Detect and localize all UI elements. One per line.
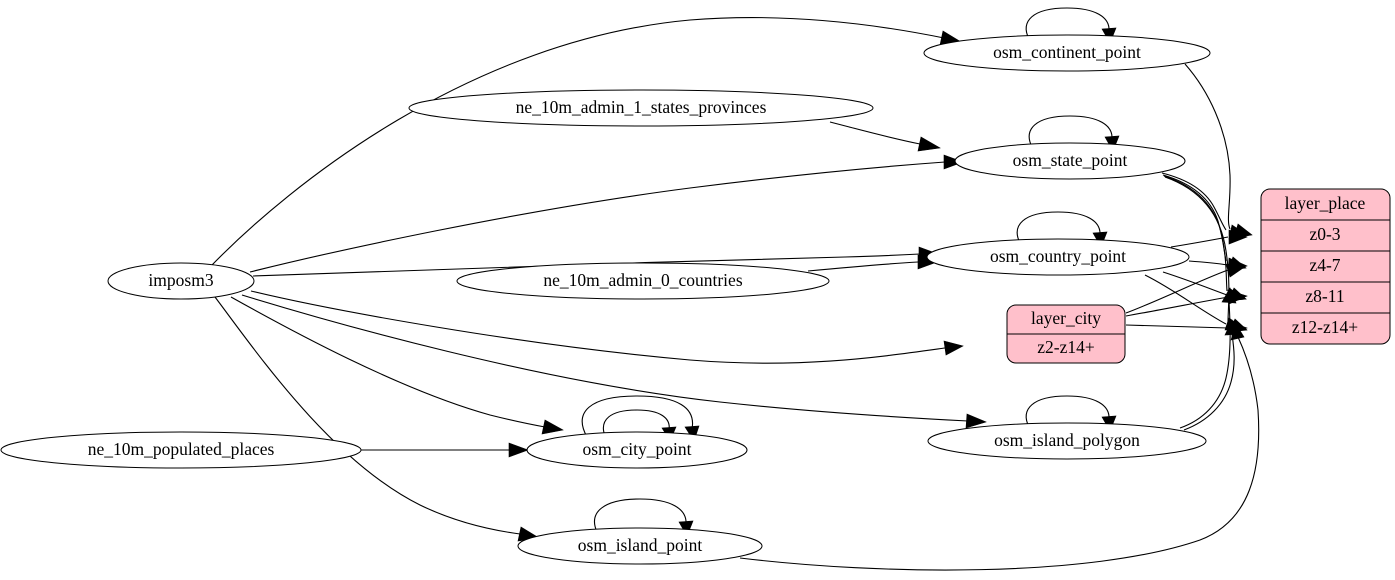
node-osm-continent-point[interactable]: osm_continent_point (923, 34, 1211, 72)
edge-ne-places-to-osm-city-point (361, 442, 529, 458)
edge-osm-state-point-to-layer-place-z0-3 (1161, 172, 1248, 240)
node-osm-island-polygon[interactable]: osm_island_polygon (927, 422, 1207, 460)
edge-osm-island-polygon-to-layer-place-z8-11 (1179, 287, 1237, 429)
edge-imposm3-to-osm-city-point (230, 296, 564, 435)
node-osm-city-point[interactable]: osm_city_point (526, 431, 748, 469)
node-ne-10m-admin-0-countries[interactable]: ne_10m_admin_0_countries (456, 262, 830, 300)
edge-imposm3-to-osm-continent-point (211, 17, 962, 266)
edge-layer (211, 7, 1260, 571)
node-ne-10m-populated-places[interactable]: ne_10m_populated_places (0, 431, 362, 469)
edge-imposm3-to-osm-state-point (249, 154, 964, 273)
edge-osm-island-polygon-to-layer-place-z12-z14 (1183, 319, 1240, 431)
node-osm-state-point[interactable]: osm_state_point (954, 142, 1186, 180)
record-node-layer: layer_place z0-3 z4-7 z8-11 z12-z14+ lay… (1006, 188, 1391, 364)
node-imposm3[interactable]: imposm3 (107, 262, 255, 300)
edge-layer-city-to-layer-place-z4-7 (1125, 263, 1247, 314)
edge-osm-continent-point-to-layer-place-z0-3 (1184, 63, 1253, 239)
edge-ne-states-to-osm-state-point (829, 121, 941, 152)
node-layer: imposm3 ne_10m_admin_1_states_provinces … (0, 34, 1211, 565)
record-node-layer-place[interactable]: layer_place z0-3 z4-7 z8-11 z12-z14+ (1260, 188, 1391, 345)
edge-imposm3-to-osm-island-polygon (241, 294, 987, 429)
edge-osm-country-point-to-layer-place-z0-3 (1170, 229, 1248, 248)
edge-osm-island-point-to-layer-place-z12-z14 (739, 323, 1260, 571)
node-osm-island-point[interactable]: osm_island_point (517, 527, 763, 565)
edge-imposm3-to-layer-city (250, 290, 964, 364)
record-node-layer-city[interactable]: layer_city z2-z14+ (1006, 304, 1126, 364)
node-osm-country-point[interactable]: osm_country_point (926, 238, 1190, 276)
node-ne-10m-admin-1-states-provinces[interactable]: ne_10m_admin_1_states_provinces (408, 89, 874, 127)
